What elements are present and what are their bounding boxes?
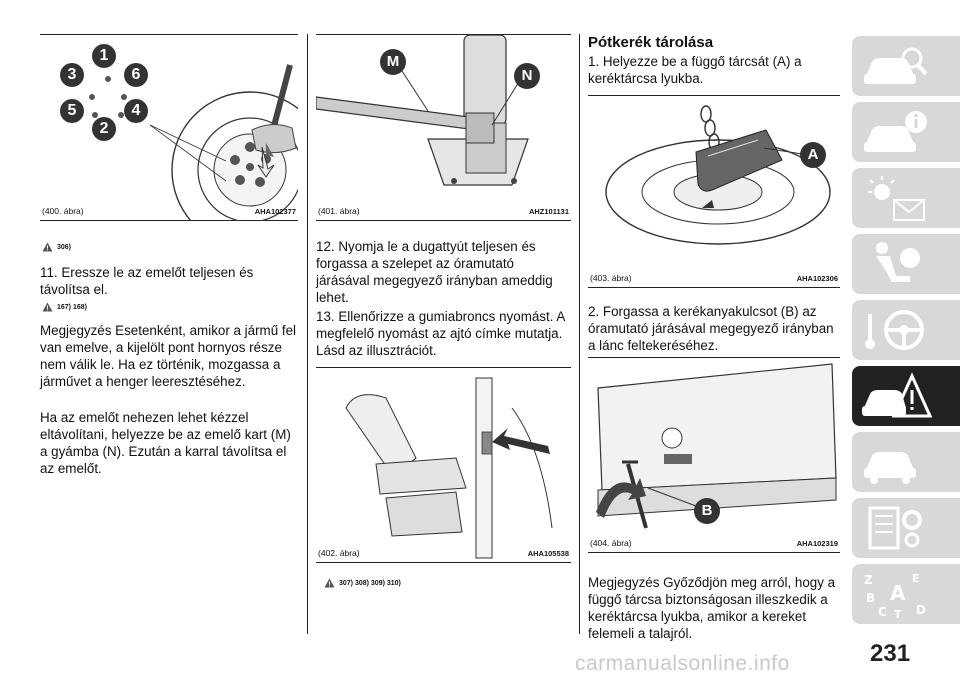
car-service-icon <box>864 452 916 484</box>
wrench-tailgate-diagram <box>596 363 837 529</box>
technical-data-icon <box>868 506 922 550</box>
caution-reference: 167) 168) <box>42 302 87 312</box>
label-b: B <box>694 498 720 524</box>
figure-403: A (403. ábra) AHA102306 <box>588 95 840 288</box>
dashboard-lights-icon <box>868 176 925 221</box>
watermark: carmanualsonline.info <box>575 652 790 675</box>
figure-caption: (401. ábra) <box>318 206 360 216</box>
figure-caption: (400. ábra) <box>42 206 84 216</box>
figure-caption: (404. ábra) <box>590 538 632 548</box>
tab-in-an-emergency[interactable] <box>852 366 960 426</box>
step-2: 2. Forgassa a kerékanyakulcsot (B) az ór… <box>588 304 834 353</box>
door-label-diagram <box>345 377 553 559</box>
label-m: M <box>380 49 406 75</box>
steering-wheel-icon <box>865 310 924 350</box>
warning-reference: 306) <box>42 242 71 252</box>
caution-triangle-icon <box>42 302 53 312</box>
tab-dashboard[interactable] <box>852 168 960 228</box>
wheel-nut-diagram <box>89 64 298 221</box>
warning-reference: 307) 308) 309) 310) <box>324 578 401 588</box>
tab-technical-specifications[interactable] <box>852 498 960 558</box>
note-hanger-plate: Megjegyzés Győződjön meg arról, hogy a f… <box>588 575 836 641</box>
index-letter: T <box>894 608 902 620</box>
badge-6: 6 <box>124 63 148 87</box>
figure-code: AHA105538 <box>527 549 569 558</box>
figure-code: AHA102306 <box>796 274 838 283</box>
hanger-plate-diagram <box>605 105 831 245</box>
alphabetical-index-icon: Z E B A C T D <box>864 572 926 620</box>
page-number: 231 <box>870 640 911 667</box>
figure-404: B (404. ábra) AHA102319 <box>588 357 840 553</box>
note-jack-lever: Ha az emelőt nehezen lehet kézzel eltávo… <box>40 410 291 476</box>
badge-2: 2 <box>92 117 116 141</box>
label-a: A <box>800 142 826 168</box>
caution-ref-text: 167) 168) <box>57 303 87 311</box>
tab-getting-to-know-car[interactable] <box>852 36 960 96</box>
column-divider <box>579 34 580 634</box>
airbag-seat-icon <box>876 242 920 282</box>
index-letter: Z <box>864 573 873 587</box>
index-letter: E <box>912 572 920 585</box>
column-divider <box>307 34 308 634</box>
figure-caption: (403. ábra) <box>590 273 632 283</box>
tab-servicing-maintenance[interactable] <box>852 432 960 492</box>
figure-code: AHZ101131 <box>528 207 569 216</box>
car-info-icon <box>864 111 927 152</box>
warning-ref-text: 306) <box>57 243 72 251</box>
index-letter: D <box>916 603 926 617</box>
badge-1: 1 <box>92 44 116 68</box>
figure-caption: (402. ábra) <box>318 548 360 558</box>
step-1: 1. Helyezze be a függő tárcsát (A) a ker… <box>588 54 802 86</box>
note-jack-cylinder: Megjegyzés Esetenként, amikor a jármű fe… <box>40 323 297 389</box>
figure-401: M N (401. ábra) AHZ101131 <box>316 34 571 221</box>
index-letter: B <box>866 591 875 605</box>
step-12: 12. Nyomja le a dugattyút teljesen és fo… <box>316 239 553 305</box>
figure-code: AHA102377 <box>254 207 296 216</box>
label-n: N <box>514 63 540 89</box>
jack-lever-diagram <box>316 35 529 186</box>
tab-alphabetical-index[interactable]: Z E B A C T D <box>852 564 960 624</box>
badge-5: 5 <box>60 99 84 123</box>
section-heading: Pótkerék tárolása <box>588 34 714 51</box>
index-letter: A <box>890 581 906 605</box>
index-letter: C <box>878 605 887 619</box>
warning-triangle-icon <box>42 242 53 252</box>
warning-triangle-icon <box>324 578 335 588</box>
figure-400: 1 2 3 4 5 6 (400. ábra) AHA102377 <box>40 34 298 221</box>
figure-code: AHA102319 <box>796 539 838 548</box>
tab-safety[interactable] <box>852 234 960 294</box>
car-warning-icon <box>862 372 932 418</box>
tab-information[interactable] <box>852 102 960 162</box>
warning-ref-text: 307) 308) 309) 310) <box>339 579 401 587</box>
badge-3: 3 <box>60 63 84 87</box>
car-search-icon <box>864 47 928 84</box>
tab-starting-driving[interactable] <box>852 300 960 360</box>
step-13: 13. Ellenőrizze a gumiabroncs nyomást. A… <box>316 309 565 358</box>
step-11: 11. Eressze le az emelőt teljesen és táv… <box>40 265 254 297</box>
badge-4: 4 <box>124 99 148 123</box>
figure-402: (402. ábra) AHA105538 <box>316 367 571 563</box>
